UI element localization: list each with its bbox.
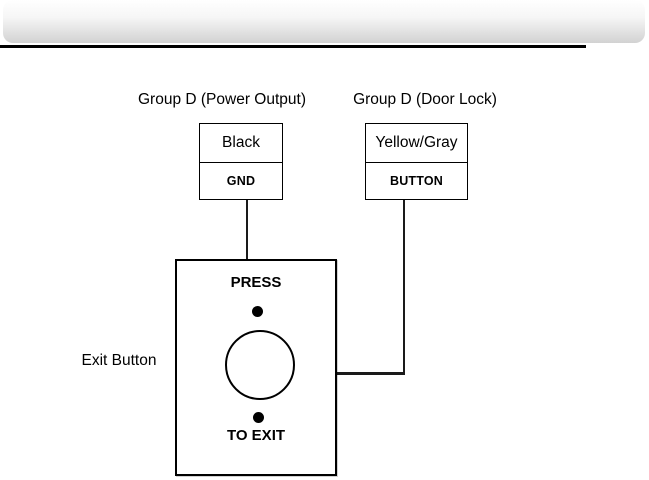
terminal-gnd-label: GND bbox=[226, 174, 256, 188]
button-wire-horizontal bbox=[337, 372, 405, 375]
group-door-lock-label: Group D (Door Lock) bbox=[353, 91, 497, 108]
exit-push-button-circle bbox=[225, 330, 295, 400]
power-output-terminal-box: Black GND bbox=[199, 123, 283, 200]
exit-button-caption: Exit Button bbox=[81, 352, 157, 369]
wire-color-yellow-gray-label: Yellow/Gray bbox=[366, 124, 467, 163]
gnd-wire-vertical bbox=[246, 200, 248, 260]
screw-dot-bottom bbox=[253, 412, 264, 423]
button-wire-vertical bbox=[403, 200, 405, 374]
terminal-button-label: BUTTON bbox=[389, 174, 444, 188]
header-rule bbox=[0, 45, 586, 48]
group-power-output-label: Group D (Power Output) bbox=[138, 91, 306, 108]
screw-dot-top bbox=[252, 306, 263, 317]
to-exit-label: TO EXIT bbox=[226, 427, 286, 444]
wire-color-black-label: Black bbox=[200, 124, 282, 163]
door-lock-terminal-box: Yellow/Gray BUTTON bbox=[365, 123, 468, 200]
exit-button-panel: PRESS TO EXIT bbox=[175, 259, 337, 476]
press-label: PRESS bbox=[230, 274, 282, 291]
header-gradient-bar bbox=[3, 0, 645, 43]
